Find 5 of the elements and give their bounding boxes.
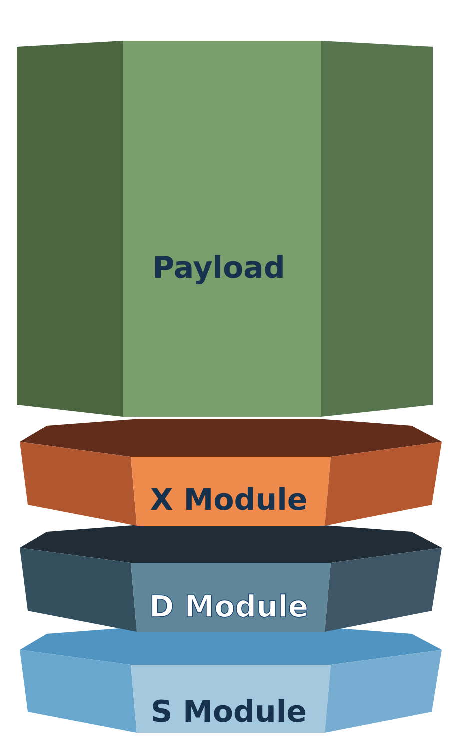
octagonal-prism: X Module [20,419,442,526]
node-label: X Module [150,487,306,510]
node-label: S Module [153,699,306,722]
octagonal-prism: S Module [20,627,442,733]
octagonal-prism: Payload [17,41,433,417]
